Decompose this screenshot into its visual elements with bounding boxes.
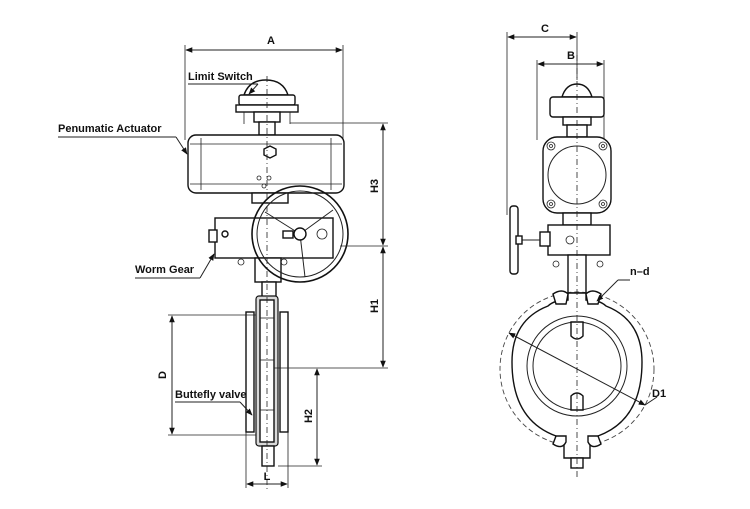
worm-gear-side	[539, 224, 611, 294]
actuator-label: Penumatic Actuator	[58, 123, 162, 135]
front-view: A Limit Switch Penumatic A	[58, 35, 388, 490]
dimension-a: A	[184, 35, 344, 140]
dimension-nd: n–d	[596, 266, 650, 302]
dimension-h3-label: H3	[369, 179, 381, 193]
dimension-a-label: A	[267, 35, 275, 47]
dimension-c-label: C	[541, 23, 549, 35]
dimension-l: L	[245, 432, 289, 488]
handwheel[interactable]	[251, 185, 349, 283]
worm-gear-label: Worm Gear	[135, 264, 195, 276]
butterfly-valve-body	[245, 76, 289, 490]
dimension-h3: H3	[290, 122, 388, 247]
dimension-h2-label: H2	[303, 409, 315, 423]
dimension-h2: H2	[278, 368, 322, 467]
pneumatic-actuator	[187, 134, 345, 204]
dimension-nd-label: n–d	[630, 266, 650, 278]
valve-label: Buttefly valve	[175, 389, 247, 401]
dimension-h1: H1	[274, 246, 388, 369]
dimension-d1: D1	[508, 332, 666, 406]
dimension-b-label: B	[567, 50, 575, 62]
handwheel-side[interactable]	[509, 205, 540, 275]
dimension-d: D	[157, 314, 256, 436]
dimension-d-label: D	[157, 371, 169, 379]
dimension-d1-label: D1	[652, 388, 666, 400]
dimension-l-label: L	[264, 471, 271, 483]
dimension-h1-label: H1	[369, 299, 381, 313]
side-view: C B	[499, 23, 666, 480]
limit-switch-label: Limit Switch	[188, 71, 253, 83]
